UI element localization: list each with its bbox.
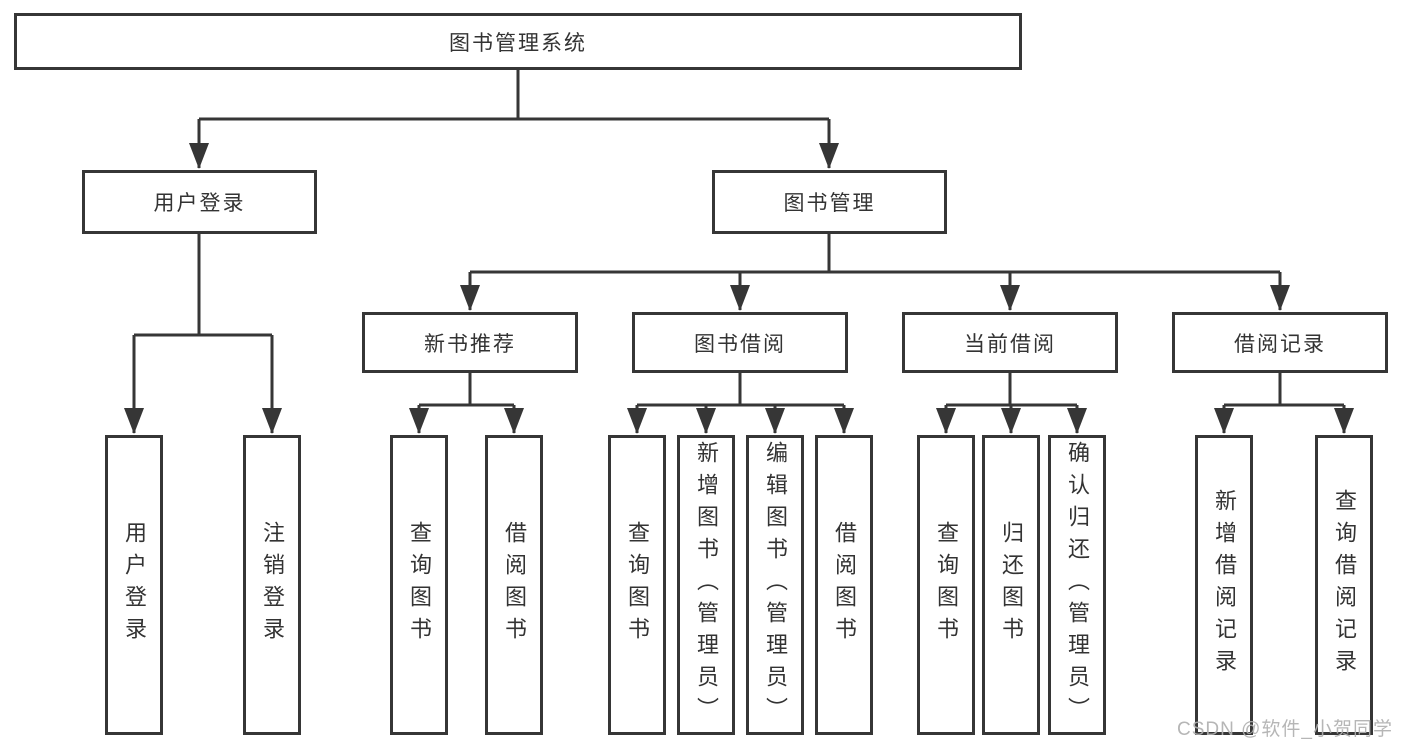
leaf-query-book-2: 查询图书 (608, 435, 666, 735)
leaf-query-book-3: 查询图书 (917, 435, 975, 735)
leaf-edit-book-admin: 编辑图书（管理员） (746, 435, 804, 735)
leaf-query-borrow-record: 查询借阅记录 (1315, 435, 1373, 735)
node-borrow-records: 借阅记录 (1172, 312, 1388, 373)
leaf-borrow-book-1: 借阅图书 (485, 435, 543, 735)
leaf-return-book: 归还图书 (982, 435, 1040, 735)
arrowheads (124, 143, 1354, 434)
node-root: 图书管理系统 (14, 13, 1022, 70)
node-user-login: 用户登录 (82, 170, 317, 234)
leaf-confirm-return-admin: 确认归还（管理员） (1048, 435, 1106, 735)
node-new-book-recommend: 新书推荐 (362, 312, 578, 373)
node-current-borrow: 当前借阅 (902, 312, 1118, 373)
leaf-add-borrow-record: 新增借阅记录 (1195, 435, 1253, 735)
leaf-logout: 注销登录 (243, 435, 301, 735)
node-book-management: 图书管理 (712, 170, 947, 234)
leaf-user-login: 用户登录 (105, 435, 163, 735)
leaf-add-book-admin: 新增图书（管理员） (677, 435, 735, 735)
node-book-borrow: 图书借阅 (632, 312, 848, 373)
leaf-borrow-book-2: 借阅图书 (815, 435, 873, 735)
leaf-query-book-1: 查询图书 (390, 435, 448, 735)
csdn-watermark: CSDN @软件_小贺同学 (1177, 719, 1393, 740)
